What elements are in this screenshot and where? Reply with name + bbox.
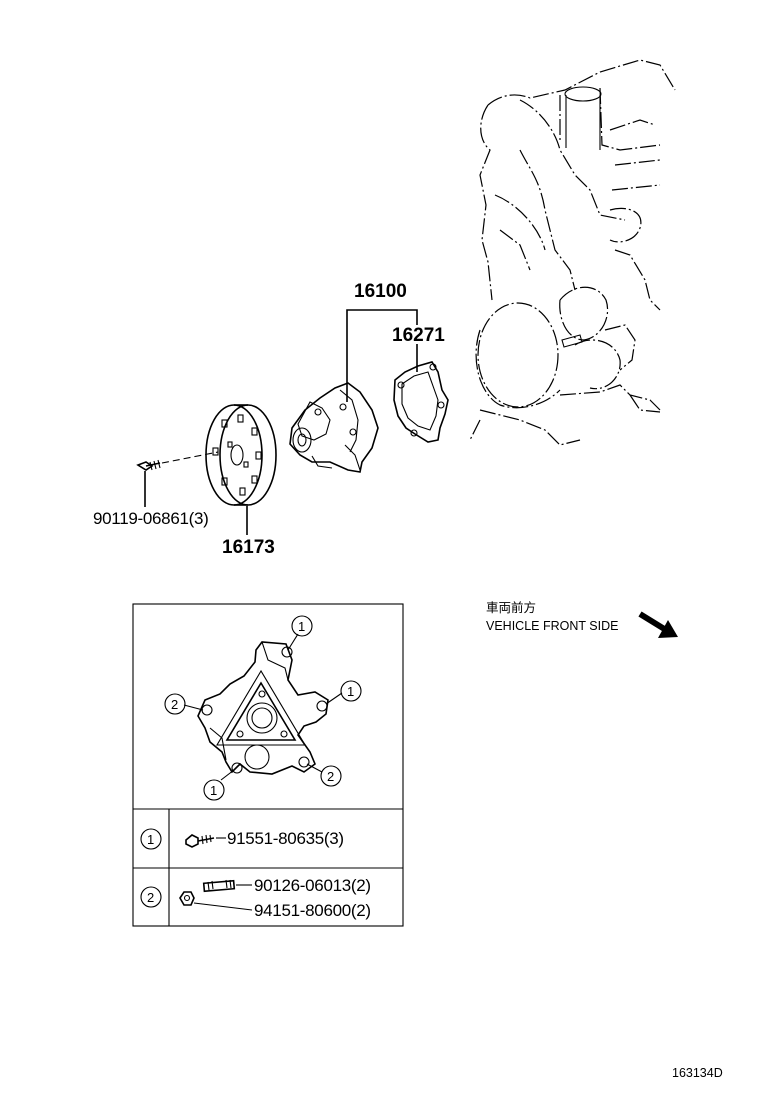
- legend-part-94151[interactable]: 94151-80600(2): [254, 901, 371, 920]
- marker-1-bottom[interactable]: 1: [203, 779, 225, 801]
- direction-label-jp: 車両前方: [486, 600, 536, 615]
- engine-block-outline: [469, 59, 676, 446]
- callout-water-pump-assy[interactable]: 16100: [354, 281, 407, 302]
- marker-2-left[interactable]: 2: [164, 693, 186, 715]
- svg-text:1: 1: [210, 783, 217, 798]
- pulley-bolt[interactable]: [136, 459, 161, 471]
- nut-icon: [179, 891, 195, 906]
- front-direction-arrow-icon: [638, 611, 678, 638]
- legend-part-90126[interactable]: 90126-06013(2): [254, 876, 371, 895]
- legend-key-1: 1: [140, 828, 162, 850]
- stud-bolt-icon: [202, 879, 236, 893]
- direction-label-en: VEHICLE FRONT SIDE: [486, 619, 618, 633]
- callout-pulley-bolt[interactable]: 90119-06861(3): [93, 509, 209, 528]
- callout-pulley[interactable]: 16173: [222, 537, 275, 558]
- bolt-axis-line: [161, 451, 219, 464]
- marker-1-top[interactable]: 1: [291, 615, 313, 637]
- marker-1-right[interactable]: 1: [340, 680, 362, 702]
- leader-lines: [144, 309, 418, 535]
- legend-part-91551[interactable]: 91551-80635(3): [227, 829, 344, 848]
- legend-row-1: 1 91551-80635(3): [140, 828, 344, 850]
- svg-text:2: 2: [327, 769, 334, 784]
- callout-gasket[interactable]: 16271: [392, 325, 445, 346]
- gasket[interactable]: [393, 361, 449, 443]
- detail-marker-leaders: [183, 633, 343, 781]
- svg-text:2: 2: [147, 890, 154, 905]
- pulley[interactable]: [205, 404, 277, 506]
- detail-box: [132, 603, 404, 927]
- water-pump-body[interactable]: [289, 382, 379, 473]
- svg-text:1: 1: [147, 832, 154, 847]
- flange-bolt-icon: [185, 834, 215, 848]
- svg-text:1: 1: [298, 619, 305, 634]
- figure-code: 163134D: [672, 1066, 723, 1080]
- pump-face-detail-drawing[interactable]: [197, 641, 329, 775]
- legend-key-2: 2: [140, 886, 162, 908]
- svg-text:1: 1: [347, 684, 354, 699]
- legend-row-2: 2 90126-06013(2) 94151-80600(2): [140, 876, 371, 920]
- svg-text:2: 2: [171, 697, 178, 712]
- marker-2-bottom-right[interactable]: 2: [320, 765, 342, 787]
